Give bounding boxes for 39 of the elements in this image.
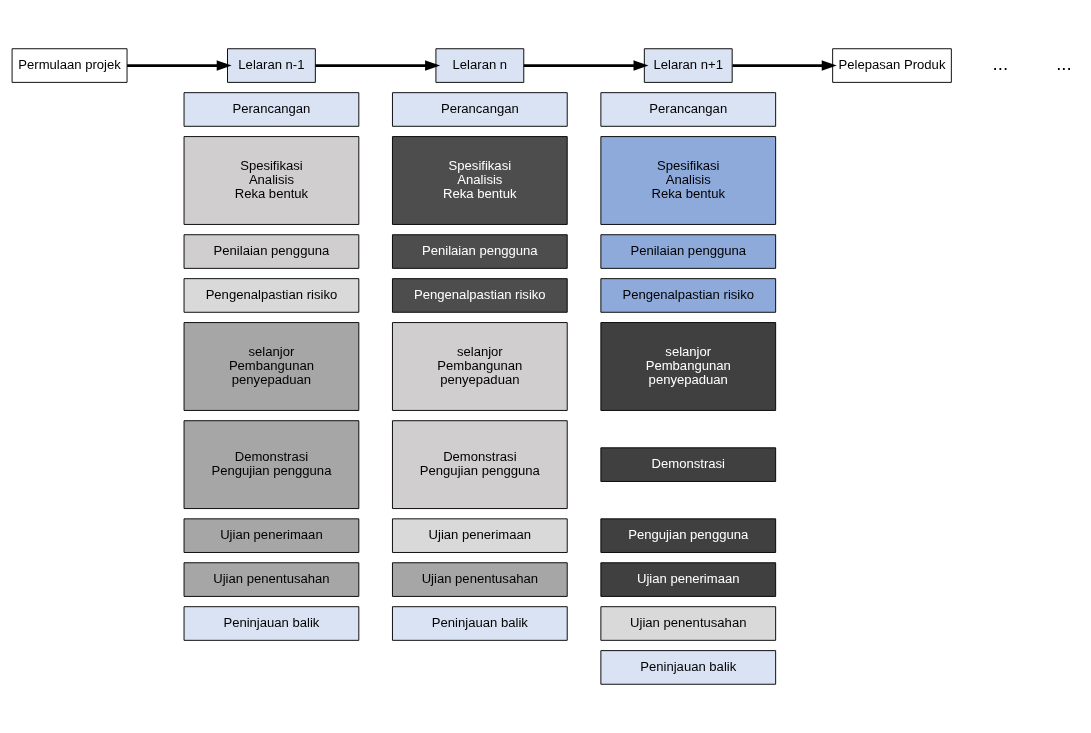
node-box: Spesifikasi Analisis Reka bentuk bbox=[183, 136, 360, 225]
node-box: Lelaran n bbox=[435, 48, 525, 83]
node-box: Ujian penentusahan bbox=[600, 606, 777, 641]
node-box: Pengenalpastian risiko bbox=[183, 278, 360, 313]
node-box: Peninjauan balik bbox=[392, 606, 568, 641]
node-box: selanjor Pembangunan penyepaduan bbox=[600, 322, 777, 411]
node-box: Pengenalpastian risiko bbox=[600, 278, 777, 313]
node-box: Lelaran n-1 bbox=[227, 48, 316, 83]
node-box: Spesifikasi Analisis Reka bentuk bbox=[392, 136, 568, 225]
node-box: Ujian penerimaan bbox=[392, 518, 568, 553]
node-box: Penilaian pengguna bbox=[392, 234, 568, 269]
node-box: selanjor Pembangunan penyepaduan bbox=[183, 322, 360, 411]
node-box: Ujian penentusahan bbox=[183, 562, 360, 597]
label: ... bbox=[992, 53, 1009, 75]
node-box: Demonstrasi bbox=[600, 447, 777, 482]
arrow bbox=[127, 60, 232, 71]
node-box: Penilaian pengguna bbox=[600, 234, 777, 269]
node-box: Ujian penerimaan bbox=[183, 518, 360, 553]
node-box: Peninjauan balik bbox=[600, 650, 777, 685]
node-box: Ujian penentusahan bbox=[392, 562, 568, 597]
arrow bbox=[732, 60, 837, 71]
label: ... bbox=[1056, 53, 1072, 75]
node-box: Pengenalpastian risiko bbox=[392, 278, 568, 313]
node-box: selanjor Pembangunan penyepaduan bbox=[392, 322, 568, 411]
node-box: Pengujian pengguna bbox=[600, 518, 777, 553]
node-box: Spesifikasi Analisis Reka bentuk bbox=[600, 136, 777, 225]
node-box: Lelaran n+1 bbox=[643, 48, 733, 83]
node-box: Pelepasan Produk bbox=[832, 48, 952, 83]
node-box: Perancangan bbox=[183, 92, 360, 127]
node-box: Peninjauan balik bbox=[183, 606, 360, 641]
node-box: Permulaan projek bbox=[11, 48, 128, 83]
node-box: Perancangan bbox=[392, 92, 568, 127]
node-box: Demonstrasi Pengujian pengguna bbox=[392, 420, 568, 510]
node-box: Penilaian pengguna bbox=[183, 234, 360, 269]
arrow bbox=[315, 60, 441, 71]
arrow bbox=[523, 60, 649, 71]
node-box: Perancangan bbox=[600, 92, 777, 127]
node-box: Demonstrasi Pengujian pengguna bbox=[183, 420, 360, 510]
node-box: Ujian penerimaan bbox=[600, 562, 777, 597]
